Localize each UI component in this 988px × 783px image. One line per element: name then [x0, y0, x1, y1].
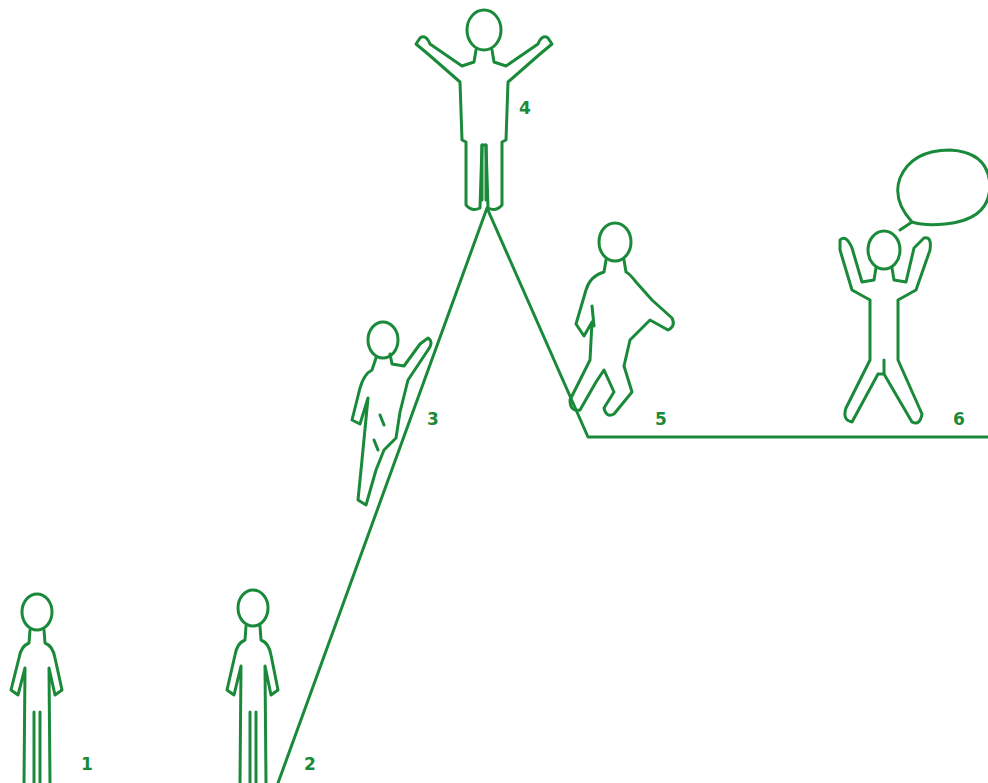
callout-number: 2	[304, 756, 316, 773]
callout-number: 5	[655, 411, 667, 428]
cheering-figure	[416, 10, 552, 209]
callout-number: 4	[519, 100, 531, 117]
standing-figure	[227, 590, 278, 783]
speech-bubble	[898, 150, 988, 230]
cheering-figure	[840, 231, 930, 423]
mountain-outline	[278, 208, 988, 783]
callout-number: 3	[427, 411, 439, 428]
callout-number: 6	[953, 411, 965, 428]
walking-figure	[570, 223, 673, 415]
callout-number: 1	[81, 756, 93, 773]
standing-figure	[11, 594, 62, 783]
climbing-figure	[352, 322, 431, 505]
